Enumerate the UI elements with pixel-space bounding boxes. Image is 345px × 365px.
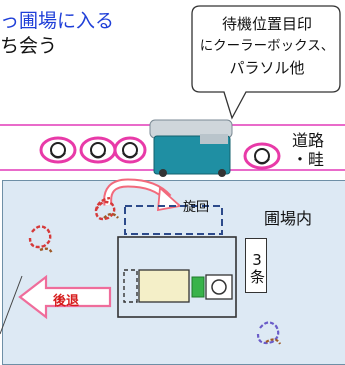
- instruction-line-1: っ圃場に入る: [0, 10, 115, 32]
- callout-bubble: [191, 5, 341, 120]
- callout-line: にクーラーボックス、: [199, 38, 335, 54]
- person-topview-icon: [243, 142, 281, 170]
- machine-tank: [191, 276, 205, 298]
- person-topview-icon: [113, 136, 147, 164]
- row-count-box: [245, 238, 267, 293]
- callout-text: 待機位置目印 にクーラーボックス、 パラソル他: [197, 13, 337, 79]
- machine-body: [138, 269, 190, 303]
- back-arrow: [18, 274, 112, 320]
- field-label: 圃場内: [264, 209, 313, 228]
- machine-steering-icon: [211, 279, 227, 295]
- planting-path-outline: [124, 205, 223, 235]
- road-label-bg: [280, 130, 344, 168]
- swirl-motion-icon: [28, 225, 54, 255]
- person-topview-icon: [39, 136, 77, 164]
- callout-line: パラソル他: [229, 59, 305, 77]
- person-topview-icon: [79, 136, 117, 164]
- machine-rear-dashed: [123, 269, 138, 303]
- swirl-motion-icon: [94, 196, 119, 221]
- road-label-line: ・畦: [292, 150, 325, 169]
- row-count-label: 3条: [248, 250, 266, 284]
- turn-arrow: [103, 178, 182, 212]
- turn-label: 旋回: [183, 200, 210, 215]
- back-label: 後退: [53, 294, 80, 309]
- machine-frame: [117, 236, 237, 318]
- callout-line: 待機位置目印: [221, 15, 312, 33]
- swirl-motion-icon: [256, 321, 281, 345]
- road-label: 道路 ・畦: [292, 131, 324, 169]
- cooler-box-icon: [149, 119, 233, 177]
- road-label-line: 道路: [292, 131, 325, 150]
- instruction-line-2: ち会う: [0, 35, 58, 57]
